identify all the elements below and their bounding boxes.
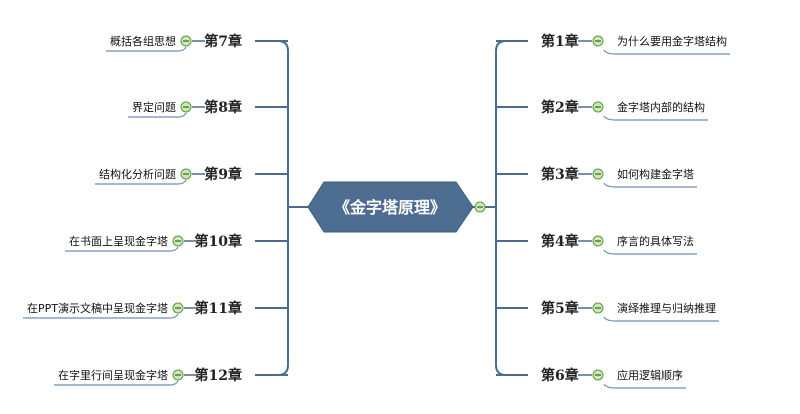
topic-label: 在PPT演示文稿中呈现金字塔 xyxy=(27,301,168,315)
chapter-label: 第11章 xyxy=(195,300,242,317)
chapter-label: 第2章 xyxy=(541,99,579,116)
branch-right-2[interactable]: 第2章 金字塔内部的结构 xyxy=(496,99,708,121)
topic-label: 序言的具体写法 xyxy=(617,234,694,248)
topic-label: 演绎推理与归纳推理 xyxy=(617,301,716,315)
topic-underline xyxy=(95,179,187,185)
collapse-icon[interactable] xyxy=(592,101,604,113)
collapse-icon[interactable] xyxy=(592,235,604,247)
branch-left-12[interactable]: 第12章 在字里行间呈现金字塔 xyxy=(54,367,288,386)
collapse-icon[interactable] xyxy=(180,35,192,47)
root-hexagon xyxy=(307,181,474,233)
collapse-icon[interactable] xyxy=(180,101,192,113)
topic-label: 应用逻辑顺序 xyxy=(617,368,683,382)
root-node[interactable]: 《金字塔原理》 xyxy=(307,181,474,233)
chapter-label: 第8章 xyxy=(204,99,242,116)
topic-underline xyxy=(603,182,697,188)
topic-underline xyxy=(603,115,708,121)
topic-label: 金字塔内部的结构 xyxy=(617,100,705,114)
branch-left-7[interactable]: 第7章 概括各组思想 xyxy=(106,33,288,52)
collapse-icon[interactable] xyxy=(172,369,184,381)
topic-underline xyxy=(128,112,187,118)
topic-underline xyxy=(603,49,730,55)
topic-underline xyxy=(106,46,187,52)
branch-left-10[interactable]: 第10章 在书面上呈现金字塔 xyxy=(65,233,288,252)
branch-right-4[interactable]: 第4章 序言的具体写法 xyxy=(496,233,697,255)
chapter-label: 第9章 xyxy=(204,166,242,183)
collapse-icon[interactable] xyxy=(592,369,604,381)
branch-right-3[interactable]: 第3章 如何构建金字塔 xyxy=(496,166,697,188)
topic-underline xyxy=(603,249,697,255)
topic-underline xyxy=(23,313,179,319)
branch-left-8[interactable]: 第8章 界定问题 xyxy=(128,99,288,118)
branch-right-5[interactable]: 第5章 演绎推理与归纳推理 xyxy=(496,300,719,322)
chapter-label: 第3章 xyxy=(541,166,579,183)
chapter-label: 第4章 xyxy=(541,233,579,250)
chapter-label: 第12章 xyxy=(195,367,242,384)
chapter-label: 第5章 xyxy=(541,300,579,317)
chapter-label: 第6章 xyxy=(541,367,579,384)
topic-label: 结构化分析问题 xyxy=(99,167,176,181)
chapter-label: 第10章 xyxy=(195,233,242,250)
topic-label: 在字里行间呈现金字塔 xyxy=(58,368,168,382)
minus-circle-icon[interactable] xyxy=(474,201,486,213)
topic-label: 概括各组思想 xyxy=(110,34,176,48)
topic-underline xyxy=(65,246,179,252)
collapse-icon[interactable] xyxy=(592,168,604,180)
collapse-icon[interactable] xyxy=(172,235,184,247)
collapse-icon[interactable] xyxy=(592,35,604,47)
topic-label: 界定问题 xyxy=(132,100,176,114)
collapse-icon[interactable] xyxy=(172,302,184,314)
branch-right-6[interactable]: 第6章 应用逻辑顺序 xyxy=(496,367,686,389)
branch-right-1[interactable]: 第1章 为什么要用金字塔结构 xyxy=(496,33,730,55)
root-title: 《金字塔原理》 xyxy=(334,198,446,217)
topic-label: 为什么要用金字塔结构 xyxy=(617,34,727,48)
chapter-label: 第1章 xyxy=(541,33,579,50)
topic-label: 如何构建金字塔 xyxy=(617,167,694,181)
branch-left-11[interactable]: 第11章 在PPT演示文稿中呈现金字塔 xyxy=(23,300,288,319)
collapse-icon[interactable] xyxy=(592,302,604,314)
branch-left-9[interactable]: 第9章 结构化分析问题 xyxy=(95,166,288,185)
topic-underline xyxy=(54,380,179,386)
topic-underline xyxy=(603,316,719,322)
topic-underline xyxy=(603,383,686,389)
collapse-icon[interactable] xyxy=(180,168,192,180)
chapter-label: 第7章 xyxy=(204,33,242,50)
root-collapse-button[interactable] xyxy=(474,201,486,213)
topic-label: 在书面上呈现金字塔 xyxy=(69,234,168,248)
